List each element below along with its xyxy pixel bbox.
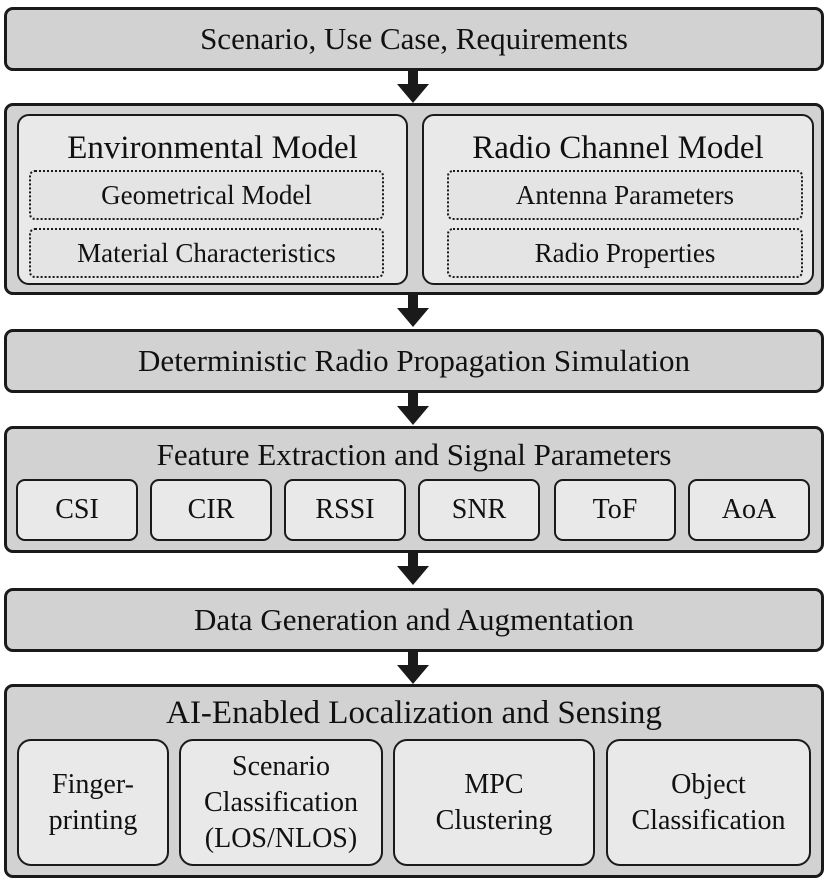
environmental-model-panel: Environmental Model Geometrical Model Ma…	[17, 114, 408, 285]
environmental-model-title: Environmental Model	[67, 130, 358, 166]
arrow-down-icon	[397, 295, 429, 327]
features-box: Feature Extraction and Signal Parameters…	[4, 426, 824, 553]
ai-title: AI-Enabled Localization and Sensing	[166, 695, 662, 731]
features-title: Feature Extraction and Signal Parameters	[156, 437, 672, 472]
feature-chip-aoa: AoA	[688, 479, 810, 541]
simulation-label: Deterministic Radio Propagation Simulati…	[138, 343, 690, 378]
geometrical-model-item: Geometrical Model	[29, 170, 384, 220]
feature-chip-tof: ToF	[554, 479, 676, 541]
feature-chip-snr: SNR	[418, 479, 540, 541]
feature-chip-csi: CSI	[16, 479, 138, 541]
radio-channel-model-title: Radio Channel Model	[472, 130, 764, 166]
arrow-down-icon	[397, 553, 429, 585]
radio-properties-item: Radio Properties	[447, 228, 803, 278]
data-generation-box: Data Generation and Augmentation	[4, 588, 824, 652]
data-generation-label: Data Generation and Augmentation	[194, 602, 634, 637]
feature-chip-cir: CIR	[150, 479, 272, 541]
object-classification-card: Object Classification	[606, 739, 811, 866]
ai-box: AI-Enabled Localization and Sensing Fing…	[4, 684, 824, 878]
antenna-parameters-item: Antenna Parameters	[447, 170, 803, 220]
models-box: Environmental Model Geometrical Model Ma…	[4, 103, 824, 295]
radio-channel-model-panel: Radio Channel Model Antenna Parameters R…	[422, 114, 814, 285]
simulation-box: Deterministic Radio Propagation Simulati…	[4, 329, 824, 393]
scenario-label: Scenario, Use Case, Requirements	[200, 21, 628, 56]
scenario-box: Scenario, Use Case, Requirements	[4, 7, 824, 71]
feature-chip-rssi: RSSI	[284, 479, 406, 541]
arrow-down-icon	[397, 71, 429, 103]
arrow-down-icon	[397, 393, 429, 425]
arrow-down-icon	[397, 652, 429, 684]
material-characteristics-item: Material Characteristics	[29, 228, 384, 278]
fingerprinting-card: Finger- printing	[17, 739, 169, 866]
mpc-clustering-card: MPC Clustering	[393, 739, 595, 866]
scenario-classification-card: Scenario Classification (LOS/NLOS)	[179, 739, 383, 866]
